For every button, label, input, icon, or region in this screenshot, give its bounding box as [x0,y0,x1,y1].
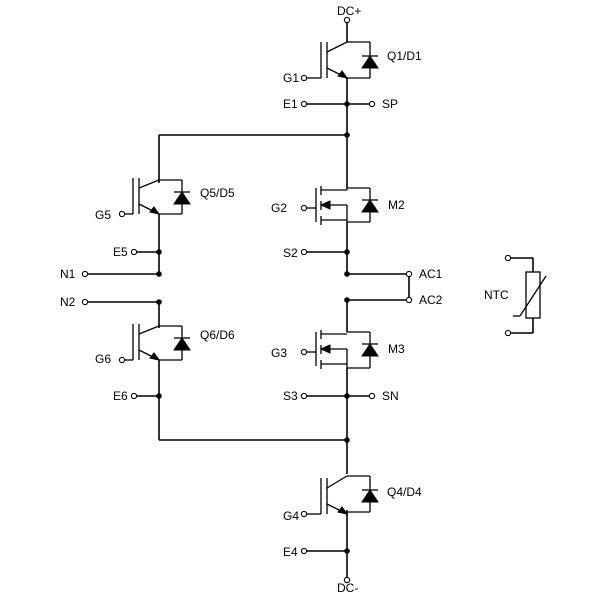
igbt-q5 [124,178,191,215]
terminal-sp [368,100,376,108]
terminal-ntc-bottom [504,329,512,337]
terminal-g5 [118,210,126,218]
label-m2: M2 [388,198,405,212]
mosfet-m3 [306,330,379,369]
terminal-e6 [130,392,138,400]
label-dc-plus: DC+ [337,4,361,18]
labels: DC+ DC- Q1/D1 Q4/D4 Q5/D5 Q6/D6 M2 M3 G1… [60,4,509,595]
label-q4: Q4/D4 [387,485,422,499]
terminal-sn [368,392,376,400]
label-e5: E5 [113,245,128,259]
label-g2: G2 [271,201,287,215]
label-dc-minus: DC- [337,581,358,595]
terminal-g3 [300,348,308,356]
terminal-s2 [300,248,308,256]
label-g6: G6 [95,352,111,366]
label-ntc: NTC [484,288,509,302]
label-n2: N2 [60,295,76,309]
label-g1: G1 [283,71,299,85]
terminal-g2 [300,204,308,212]
terminal-g1 [300,74,308,82]
label-sp: SP [382,97,398,111]
label-e1: E1 [283,97,298,111]
mosfet-m2 [306,186,379,225]
junction-dots [156,101,350,554]
ntc-thermistor [513,271,547,319]
label-ac2: AC2 [419,293,443,307]
terminal-g4 [300,510,308,518]
label-m3: M3 [388,342,405,356]
label-q1: Q1/D1 [387,49,422,63]
terminals [81,16,512,584]
terminal-ac1 [405,270,413,278]
terminal-e4 [300,547,308,555]
terminal-ac2 [405,296,413,304]
terminal-g6 [118,356,126,364]
wiring [87,22,534,578]
label-n1: N1 [60,267,76,281]
igbt-q4 [306,475,379,515]
terminal-ntc-top [504,254,512,262]
terminal-dc-plus [343,16,351,24]
label-g3: G3 [271,346,287,360]
terminal-s3 [300,392,308,400]
igbt-q6 [124,324,191,361]
terminal-n2 [81,298,89,306]
label-sn: SN [382,389,399,403]
label-ac1: AC1 [419,267,443,281]
label-s2: S2 [283,246,298,260]
label-q6: Q6/D6 [200,328,235,342]
terminal-dc-minus [343,576,351,584]
igbt-q1 [306,41,379,79]
terminal-n1 [81,270,89,278]
terminal-e1 [300,100,308,108]
label-s3: S3 [283,389,298,403]
label-q5: Q5/D5 [200,186,235,200]
terminal-e5 [130,248,138,256]
label-g5: G5 [95,208,111,222]
label-e4: E4 [283,545,298,559]
label-g4: G4 [283,509,299,523]
label-e6: E6 [113,389,128,403]
